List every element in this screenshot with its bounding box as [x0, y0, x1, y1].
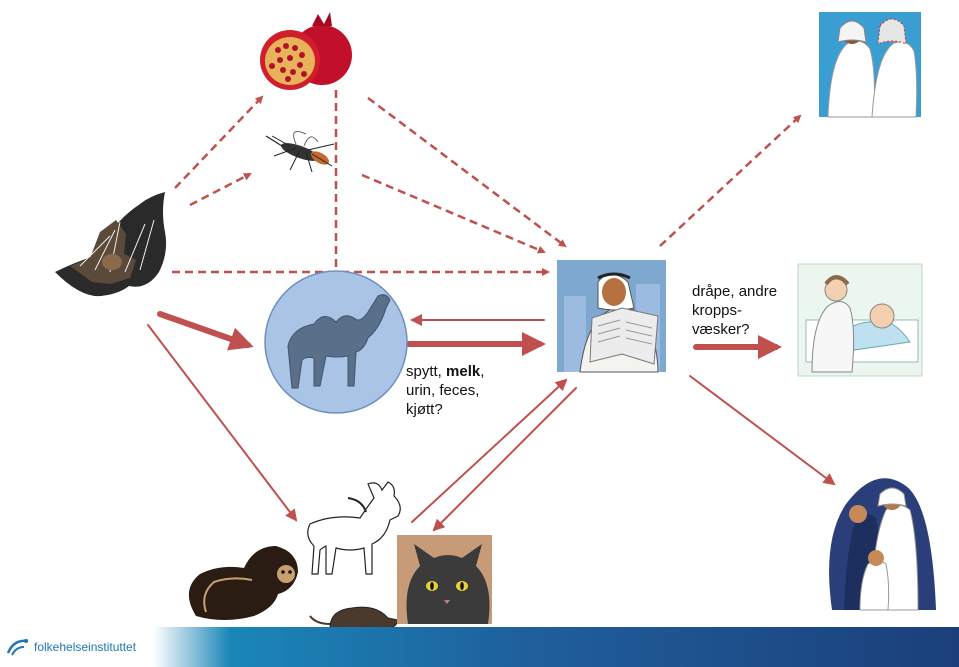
- arrow-human-to-men-greeting: [659, 114, 802, 247]
- human-transmission-line2: kropps-: [692, 302, 743, 319]
- arrow-bat-to-goat: [147, 324, 298, 522]
- camel-transmission-milk: melk: [446, 363, 481, 380]
- hospital-patient-icon: [797, 263, 923, 377]
- institute-logo-icon: [6, 639, 29, 656]
- mosquito-icon: [265, 131, 335, 173]
- camel-icon: [287, 294, 391, 389]
- family-icon: [829, 478, 936, 611]
- goat-icon: [307, 481, 401, 575]
- arrow-human-to-cat: [432, 387, 577, 532]
- camel-transmission-line3: kjøtt?: [406, 401, 443, 418]
- human-transmission-line1: dråpe, andre: [692, 283, 778, 300]
- camel-transmission-prefix: spytt,: [406, 363, 447, 380]
- arrow-mosquito-to-human: [361, 173, 546, 254]
- rat-icon: [309, 606, 399, 627]
- cat-icon: [397, 535, 492, 624]
- solid-arrows: [147, 311, 836, 532]
- bat-icon: [55, 192, 167, 297]
- footer-bar: folkehelseinstituttet: [0, 627, 959, 667]
- men-greeting-icon: [819, 12, 921, 118]
- arrow-goat-to-human: [411, 378, 568, 523]
- camel-transmission-line2: urin, feces,: [406, 382, 480, 399]
- arrow-bat-to-pomegranate: [174, 95, 264, 189]
- human-transmission-line3: væsker?: [692, 321, 750, 338]
- arrow-human-to-family: [689, 375, 836, 486]
- man-reading-icon: [557, 260, 666, 373]
- dashed-arrows: [172, 90, 802, 294]
- arrow-bat-to-camel: [157, 311, 254, 351]
- transmission-diagram: [55, 12, 936, 627]
- footer-org-name: folkehelseinstituttet: [34, 640, 137, 654]
- camel-transmission-label: spytt, melk, urin, feces, kjøtt?: [406, 362, 496, 419]
- footer-logo: folkehelseinstituttet: [6, 637, 136, 657]
- pomegranate-icon: [260, 12, 352, 90]
- arrow-pomegranate-to-human: [367, 97, 567, 248]
- monkey-icon: [188, 546, 298, 620]
- arrow-bat-to-mosquito: [189, 172, 252, 207]
- human-transmission-label: dråpe, andre kropps- væsker?: [692, 282, 792, 339]
- camel-transmission-suffix: ,: [480, 363, 485, 380]
- camel-node: [264, 270, 408, 414]
